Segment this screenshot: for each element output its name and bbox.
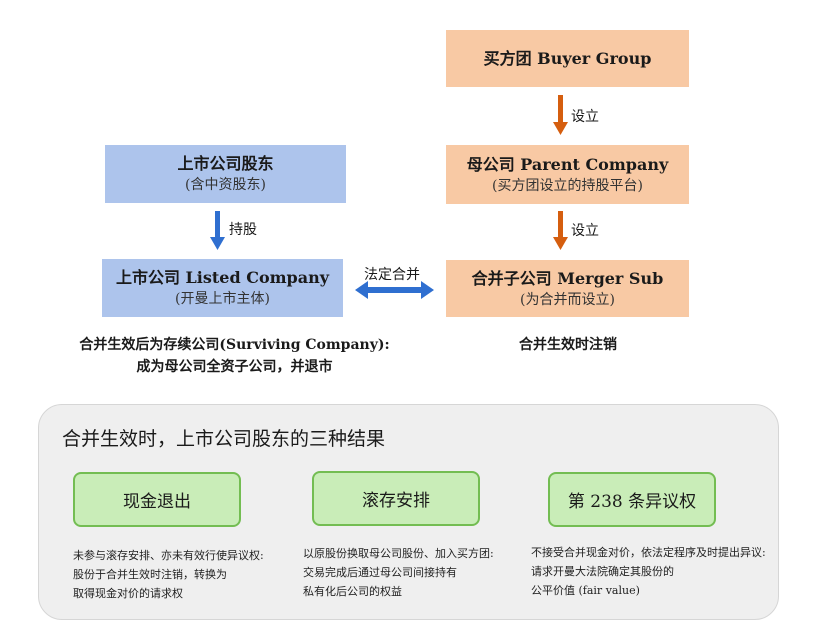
merger-sub-subtitle: (为合并而设立) — [520, 291, 615, 308]
listed-company-title: 上市公司 Listed Company — [115, 268, 330, 287]
listed-note: 合并生效后为存续公司(Surviving Company): 成为母公司全资子公… — [62, 334, 407, 378]
outcome-rollover-desc: 以原股份换取母公司股份、加入买方团: 交易完成后通过母公司间接持有 私有化后公司… — [303, 544, 494, 601]
merger-sub-title: 合并子公司 Merger Sub — [471, 268, 664, 288]
outcome-dissent-desc: 不接受合并现金对价，依法定程序及时提出异议: 请求开曼大法院确定其股份的 公平价… — [531, 543, 766, 600]
outcome-cash-exit-label: 现金退出 — [123, 492, 191, 512]
parent-company-box: 母公司 Parent Company (买方团设立的持股平台) — [446, 145, 689, 204]
arrow-down-icon — [210, 211, 225, 250]
outcomes-title: 合并生效时，上市公司股东的三种结果 — [62, 428, 386, 450]
shareholders-title: 上市公司股东 — [177, 154, 274, 173]
arrow-down-icon — [553, 211, 568, 250]
outcome-desc-line: 以原股份换取母公司股份、加入买方团: — [303, 547, 494, 560]
shareholders-box: 上市公司股东 (含中资股东) — [105, 145, 346, 203]
outcome-cash-exit-desc: 未参与滚存安排、亦未有效行使异议权: 股份于合并生效时注销，转换为 取得现金对价… — [73, 546, 264, 603]
holding-label: 持股 — [229, 222, 257, 238]
statutory-merger-label: 法定合并 — [364, 267, 420, 283]
parent-company-subtitle: (买方团设立的持股平台) — [492, 177, 643, 194]
outcome-rollover-box: 滚存安排 — [312, 471, 480, 526]
outcome-cash-exit-box: 现金退出 — [73, 472, 241, 527]
merger-sub-box: 合并子公司 Merger Sub (为合并而设立) — [446, 260, 689, 317]
outcome-desc-line: 公平价值 (fair value) — [531, 584, 640, 597]
outcome-desc-line: 交易完成后通过母公司间接持有 — [303, 566, 457, 579]
outcome-rollover-label: 滚存安排 — [362, 491, 430, 511]
setup-label-1: 设立 — [571, 109, 599, 125]
outcome-desc-line: 股份于合并生效时注销，转换为 — [73, 568, 227, 581]
setup-label-2: 设立 — [571, 223, 599, 239]
outcome-desc-line: 私有化后公司的权益 — [303, 585, 402, 598]
outcome-dissent-label: 第 238 条异议权 — [567, 492, 697, 512]
listed-note-line-1: 合并生效后为存续公司(Surviving Company): — [79, 337, 390, 353]
arrow-down-icon — [553, 95, 568, 135]
buyer-group-title: 买方团 Buyer Group — [483, 48, 652, 68]
outcome-desc-line: 请求开曼大法院确定其股份的 — [531, 565, 674, 578]
outcome-dissent-box: 第 238 条异议权 — [548, 472, 716, 527]
listed-company-box: 上市公司 Listed Company (开曼上市主体) — [102, 259, 343, 317]
outcome-desc-line: 不接受合并现金对价，依法定程序及时提出异议: — [531, 546, 766, 559]
merger-sub-note: 合并生效时注销 — [519, 337, 617, 353]
parent-company-title: 母公司 Parent Company — [466, 154, 669, 174]
listed-note-line-2: 成为母公司全资子公司，并退市 — [136, 359, 333, 375]
double-arrow-icon — [355, 281, 434, 299]
buyer-group-box: 买方团 Buyer Group — [446, 30, 689, 87]
outcome-desc-line: 取得现金对价的请求权 — [73, 587, 183, 600]
listed-company-subtitle: (开曼上市主体) — [175, 291, 270, 307]
shareholders-subtitle: (含中资股东) — [185, 177, 266, 193]
outcome-desc-line: 未参与滚存安排、亦未有效行使异议权: — [73, 549, 264, 562]
